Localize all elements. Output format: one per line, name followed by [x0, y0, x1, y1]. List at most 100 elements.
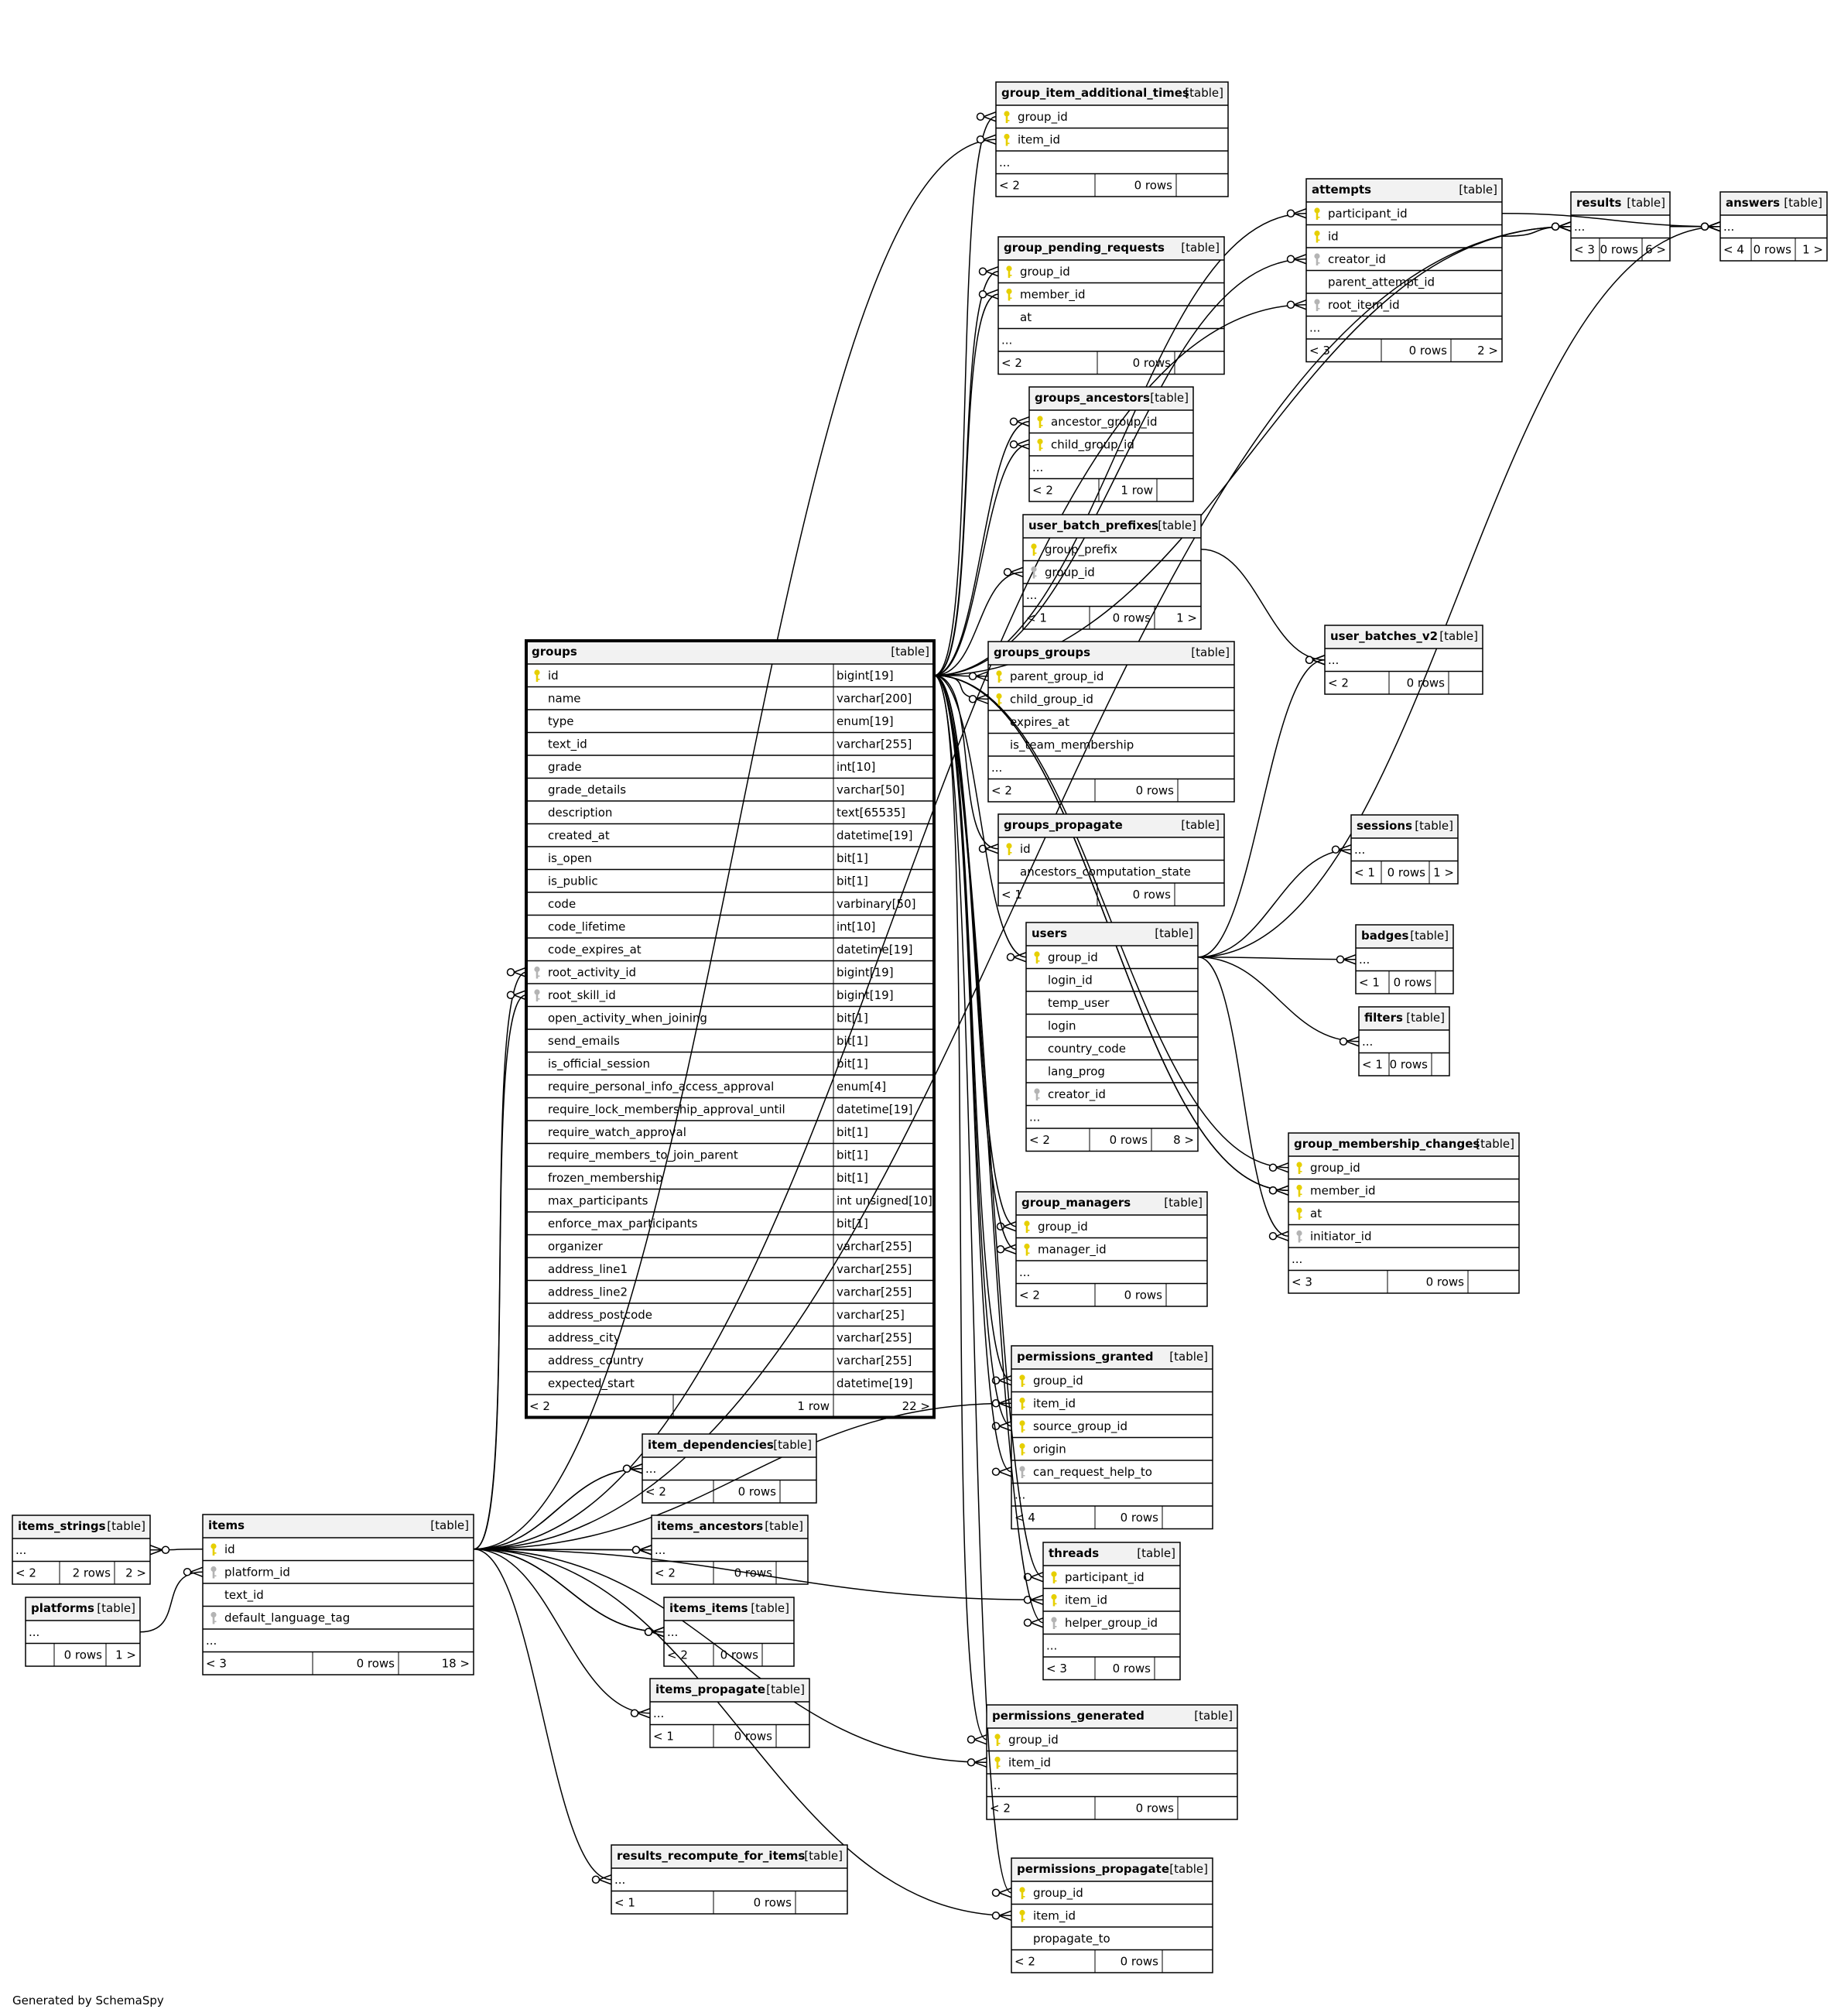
parent-count: < 1 — [1026, 611, 1047, 625]
table-groups-groups[interactable]: groups_groups[table]parent_group_idchild… — [987, 641, 1235, 803]
table-items[interactable]: items[table]idplatform_idtext_iddefault_… — [202, 1514, 474, 1675]
crows-foot-marker — [978, 844, 999, 854]
column-name: propagate_to — [1033, 1932, 1110, 1946]
table-groups-ancestors[interactable]: groups_ancestors[table]ancestor_group_id… — [1028, 386, 1194, 502]
table-kind-label: [table] — [765, 1519, 803, 1533]
table-users[interactable]: users[table]group_idlogin_idtemp_userlog… — [1025, 922, 1199, 1152]
table-permissions-propagate[interactable]: permissions_propagate[table]group_iditem… — [1011, 1857, 1213, 1973]
column-type: bit[1] — [837, 851, 868, 865]
column-name: text_id — [548, 738, 587, 752]
table-kind-label: [table] — [107, 1519, 145, 1533]
column-name: type — [548, 714, 574, 728]
column-type: varchar[255] — [837, 1262, 912, 1276]
column-name: creator_id — [1328, 252, 1386, 267]
column-name: child_group_id — [1010, 693, 1093, 707]
crows-foot-marker — [976, 134, 997, 145]
table-permissions-granted[interactable]: permissions_granted[table]group_iditem_i… — [1011, 1345, 1213, 1530]
table-kind-label: [table] — [1194, 1709, 1233, 1723]
parent-count: < 2 — [655, 1566, 676, 1580]
relationship-line — [473, 139, 997, 1550]
table-name: users — [1032, 926, 1067, 940]
column-name: require_lock_membership_approval_until — [548, 1103, 785, 1118]
primary-key-icon — [1024, 1220, 1030, 1233]
more-columns-ellipsis: ... — [645, 1462, 656, 1476]
table-results-recompute-for-items[interactable]: results_recompute_for_items[table]...< 1… — [611, 1844, 848, 1915]
column-name: ancestor_group_id — [1051, 415, 1157, 430]
foreign-key-icon — [1314, 253, 1320, 265]
parent-count: < 3 — [1046, 1662, 1067, 1675]
parent-count: < 4 — [1723, 243, 1744, 257]
column-name: address_city — [548, 1331, 621, 1346]
row-count: 0 rows — [1110, 1133, 1148, 1147]
table-group-membership-changes[interactable]: group_membership_changes[table]group_idm… — [1288, 1132, 1520, 1294]
relationship-line — [1197, 957, 1289, 1237]
parent-count: < 3 — [1292, 1275, 1312, 1289]
more-columns-ellipsis: ... — [1019, 1265, 1030, 1279]
row-count: 0 rows — [1394, 976, 1432, 990]
table-name: permissions_propagate — [1017, 1862, 1169, 1876]
crows-foot-marker — [1006, 952, 1027, 963]
column-name: root_skill_id — [548, 988, 616, 1003]
table-kind-label: [table] — [804, 1849, 843, 1863]
table-kind-label: [table] — [1410, 929, 1449, 943]
column-type: bit[1] — [837, 1217, 868, 1230]
table-kind-label: [table] — [1181, 241, 1220, 255]
column-name: manager_id — [1038, 1243, 1107, 1258]
relationship-line — [1197, 659, 1326, 958]
table-group-item-additional-times[interactable]: group_item_additional_times[table]group_… — [995, 81, 1229, 197]
column-name: root_item_id — [1328, 298, 1400, 313]
table-kind-label: [table] — [1137, 1546, 1175, 1560]
row-count: 0 rows — [64, 1648, 103, 1662]
table-threads[interactable]: threads[table]participant_iditem_idhelpe… — [1042, 1542, 1181, 1681]
table-groups-propagate[interactable]: groups_propagate[table]idancestors_compu… — [997, 813, 1225, 907]
row-count: 0 rows — [1113, 1662, 1151, 1675]
table-group-managers[interactable]: group_managers[table]group_idmanager_id.… — [1015, 1191, 1208, 1307]
table-group-pending-requests[interactable]: group_pending_requests[table]group_idmem… — [997, 236, 1225, 375]
crows-foot-marker — [1700, 221, 1721, 232]
parent-count: < 1 — [614, 1896, 635, 1910]
more-columns-ellipsis: ... — [1574, 220, 1585, 234]
column-name: origin — [1033, 1443, 1066, 1456]
table-permissions-generated[interactable]: permissions_generated[table]group_iditem… — [986, 1704, 1238, 1820]
table-name: item_dependencies — [648, 1438, 774, 1452]
table-name: attempts — [1312, 183, 1371, 197]
table-name: group_pending_requests — [1004, 241, 1165, 255]
column-name: is_public — [548, 875, 598, 889]
parent-count: < 2 — [1001, 356, 1022, 370]
primary-key-icon — [994, 1734, 1001, 1746]
foreign-key-icon — [1296, 1230, 1302, 1243]
crows-foot-marker — [996, 1244, 1017, 1254]
column-name: member_id — [1310, 1184, 1376, 1199]
table-user-batch-prefixes[interactable]: user_batch_prefixes[table]group_prefixgr… — [1022, 514, 1202, 630]
column-name: expires_at — [1010, 715, 1069, 730]
child-count: 1 > — [1802, 243, 1823, 257]
table-name: user_batches_v2 — [1330, 629, 1438, 643]
row-count: 0 rows — [720, 1648, 759, 1662]
table-kind-label: [table] — [891, 645, 929, 659]
parent-count: < 2 — [1015, 1955, 1035, 1969]
table-name: items — [208, 1518, 245, 1532]
table-name: platforms — [31, 1601, 94, 1615]
crows-foot-marker — [1286, 208, 1307, 219]
column-name: parent_attempt_id — [1328, 276, 1435, 290]
column-name: created_at — [548, 829, 610, 844]
crows-foot-marker — [1551, 221, 1572, 232]
primary-key-icon — [994, 1756, 1001, 1769]
table-name: group_managers — [1021, 1196, 1131, 1210]
table-attempts[interactable]: attempts[table]participant_ididcreator_i… — [1305, 178, 1503, 363]
table-name: results_recompute_for_items — [617, 1849, 805, 1863]
